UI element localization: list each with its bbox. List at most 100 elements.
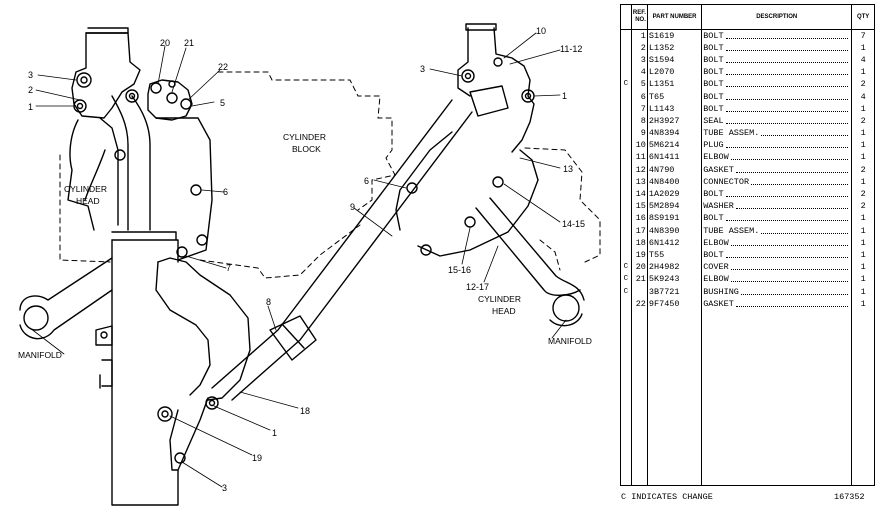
drawing-number: 167352 (834, 492, 865, 502)
table-filler-row (620, 310, 875, 486)
qty-cell: 1 (851, 225, 875, 238)
leader-dots (735, 299, 849, 307)
leader-dots (725, 79, 849, 88)
right-manifold-loop (475, 197, 585, 327)
ref-no-cell: 15 (630, 200, 648, 213)
description-cell: PLUG (701, 139, 853, 152)
part-number-cell: 1A2029 (646, 188, 703, 201)
description-header: DESCRIPTION (701, 4, 853, 30)
cylinder-block-outline (59, 71, 601, 279)
ref-no-cell: 20 (630, 261, 648, 274)
leader-dots (725, 250, 849, 258)
description-cell: BOLT (701, 66, 853, 79)
cylinder-block-label: CYLINDER (283, 132, 326, 142)
callout-10: 10 (536, 26, 546, 36)
cylinder-head-label-left: CYLINDER (64, 184, 107, 194)
left-side-casting (67, 117, 126, 231)
callout-22: 22 (218, 62, 228, 72)
description-cell: BOLT (701, 90, 853, 104)
part-number-cell: 4N790 (646, 164, 703, 177)
part-number-cell: 2H4982 (646, 261, 703, 274)
callout-1: 1 (272, 428, 277, 438)
part-number-header: PART NUMBER (646, 4, 703, 30)
callout-9: 9 (350, 202, 355, 212)
change-indicator: C (620, 78, 632, 91)
description-cell: GASKET (701, 298, 853, 311)
qty-cell: 1 (851, 103, 875, 116)
callout-15-16: 15-16 (448, 265, 471, 275)
description-cell: WASHER (701, 200, 853, 213)
left-tube (84, 95, 151, 231)
ref-no-cell: 4 (630, 66, 648, 79)
part-number-cell: L2070 (646, 66, 703, 79)
qty-cell: 1 (851, 139, 875, 152)
description-text: BUSHING (703, 286, 739, 297)
qty-cell: 2 (851, 78, 875, 91)
qty-cell: 1 (851, 273, 875, 286)
callout-18: 18 (300, 406, 310, 416)
change-indicator (620, 225, 632, 238)
change-indicator: C (620, 273, 632, 286)
part-number-cell: 5M2894 (646, 200, 703, 213)
description-text: ELBOW (703, 237, 729, 248)
description-cell: BOLT (701, 78, 853, 91)
qty-cell: 1 (851, 285, 875, 299)
ref-no-cell: 22 (630, 298, 648, 311)
filler-cell (851, 310, 875, 486)
ref-no-cell: 1 (630, 29, 648, 43)
qty-cell: 1 (851, 261, 875, 274)
callout-8: 8 (266, 297, 271, 307)
part-number-cell: S1594 (646, 54, 703, 67)
ref-no-cell: 9 (630, 127, 648, 140)
change-indicator (620, 103, 632, 116)
change-col-header (620, 4, 632, 30)
part-number-cell: 8S9191 (646, 212, 703, 225)
cover-elbow-20-22 (147, 79, 193, 121)
qty-cell: 4 (851, 54, 875, 67)
callout-11-12: 11-12 (560, 44, 582, 54)
change-indicator (620, 66, 632, 79)
cylinder-head-label-right: CYLINDER (478, 294, 521, 304)
description-cell: CONNECTOR (701, 176, 853, 189)
change-note: C INDICATES CHANGE (621, 492, 713, 502)
filler-cell (630, 310, 648, 486)
description-text: BOLT (703, 42, 724, 53)
leader-dots (725, 213, 849, 222)
description-text: TUBE ASSEM. (703, 128, 760, 139)
change-indicator (620, 127, 632, 140)
cylinder-block-label-2: BLOCK (292, 144, 321, 154)
parts-exploded-diagram: MANIFOLD MANIFOLD CYLINDER HEAD CYLINDER… (18, 23, 601, 506)
change-indicator (620, 298, 632, 311)
description-cell: BOLT (701, 212, 853, 225)
leader-dots (730, 152, 849, 161)
ref-no-cell: 6 (630, 90, 648, 104)
part-number-cell: 3B7721 (646, 285, 703, 299)
right-side-body (395, 131, 539, 257)
description-cell: ELBOW (701, 237, 853, 250)
ref-no-cell (630, 285, 648, 299)
qty-cell: 2 (851, 200, 875, 213)
description-text: BOLT (703, 30, 724, 41)
ref-no-cell: 3 (630, 54, 648, 67)
ref-no-cell: 18 (630, 237, 648, 250)
callout-20: 20 (160, 38, 170, 48)
ref-no-cell: 12 (630, 164, 648, 177)
qty-cell: 1 (851, 151, 875, 165)
leader-dots (761, 128, 849, 137)
part-number-cell: 4N8394 (646, 127, 703, 140)
leader-dots (725, 92, 849, 100)
leader-dots (751, 177, 849, 185)
description-cell: BOLT (701, 103, 853, 116)
description-text: BOLT (703, 54, 724, 65)
main-housing (95, 231, 251, 506)
